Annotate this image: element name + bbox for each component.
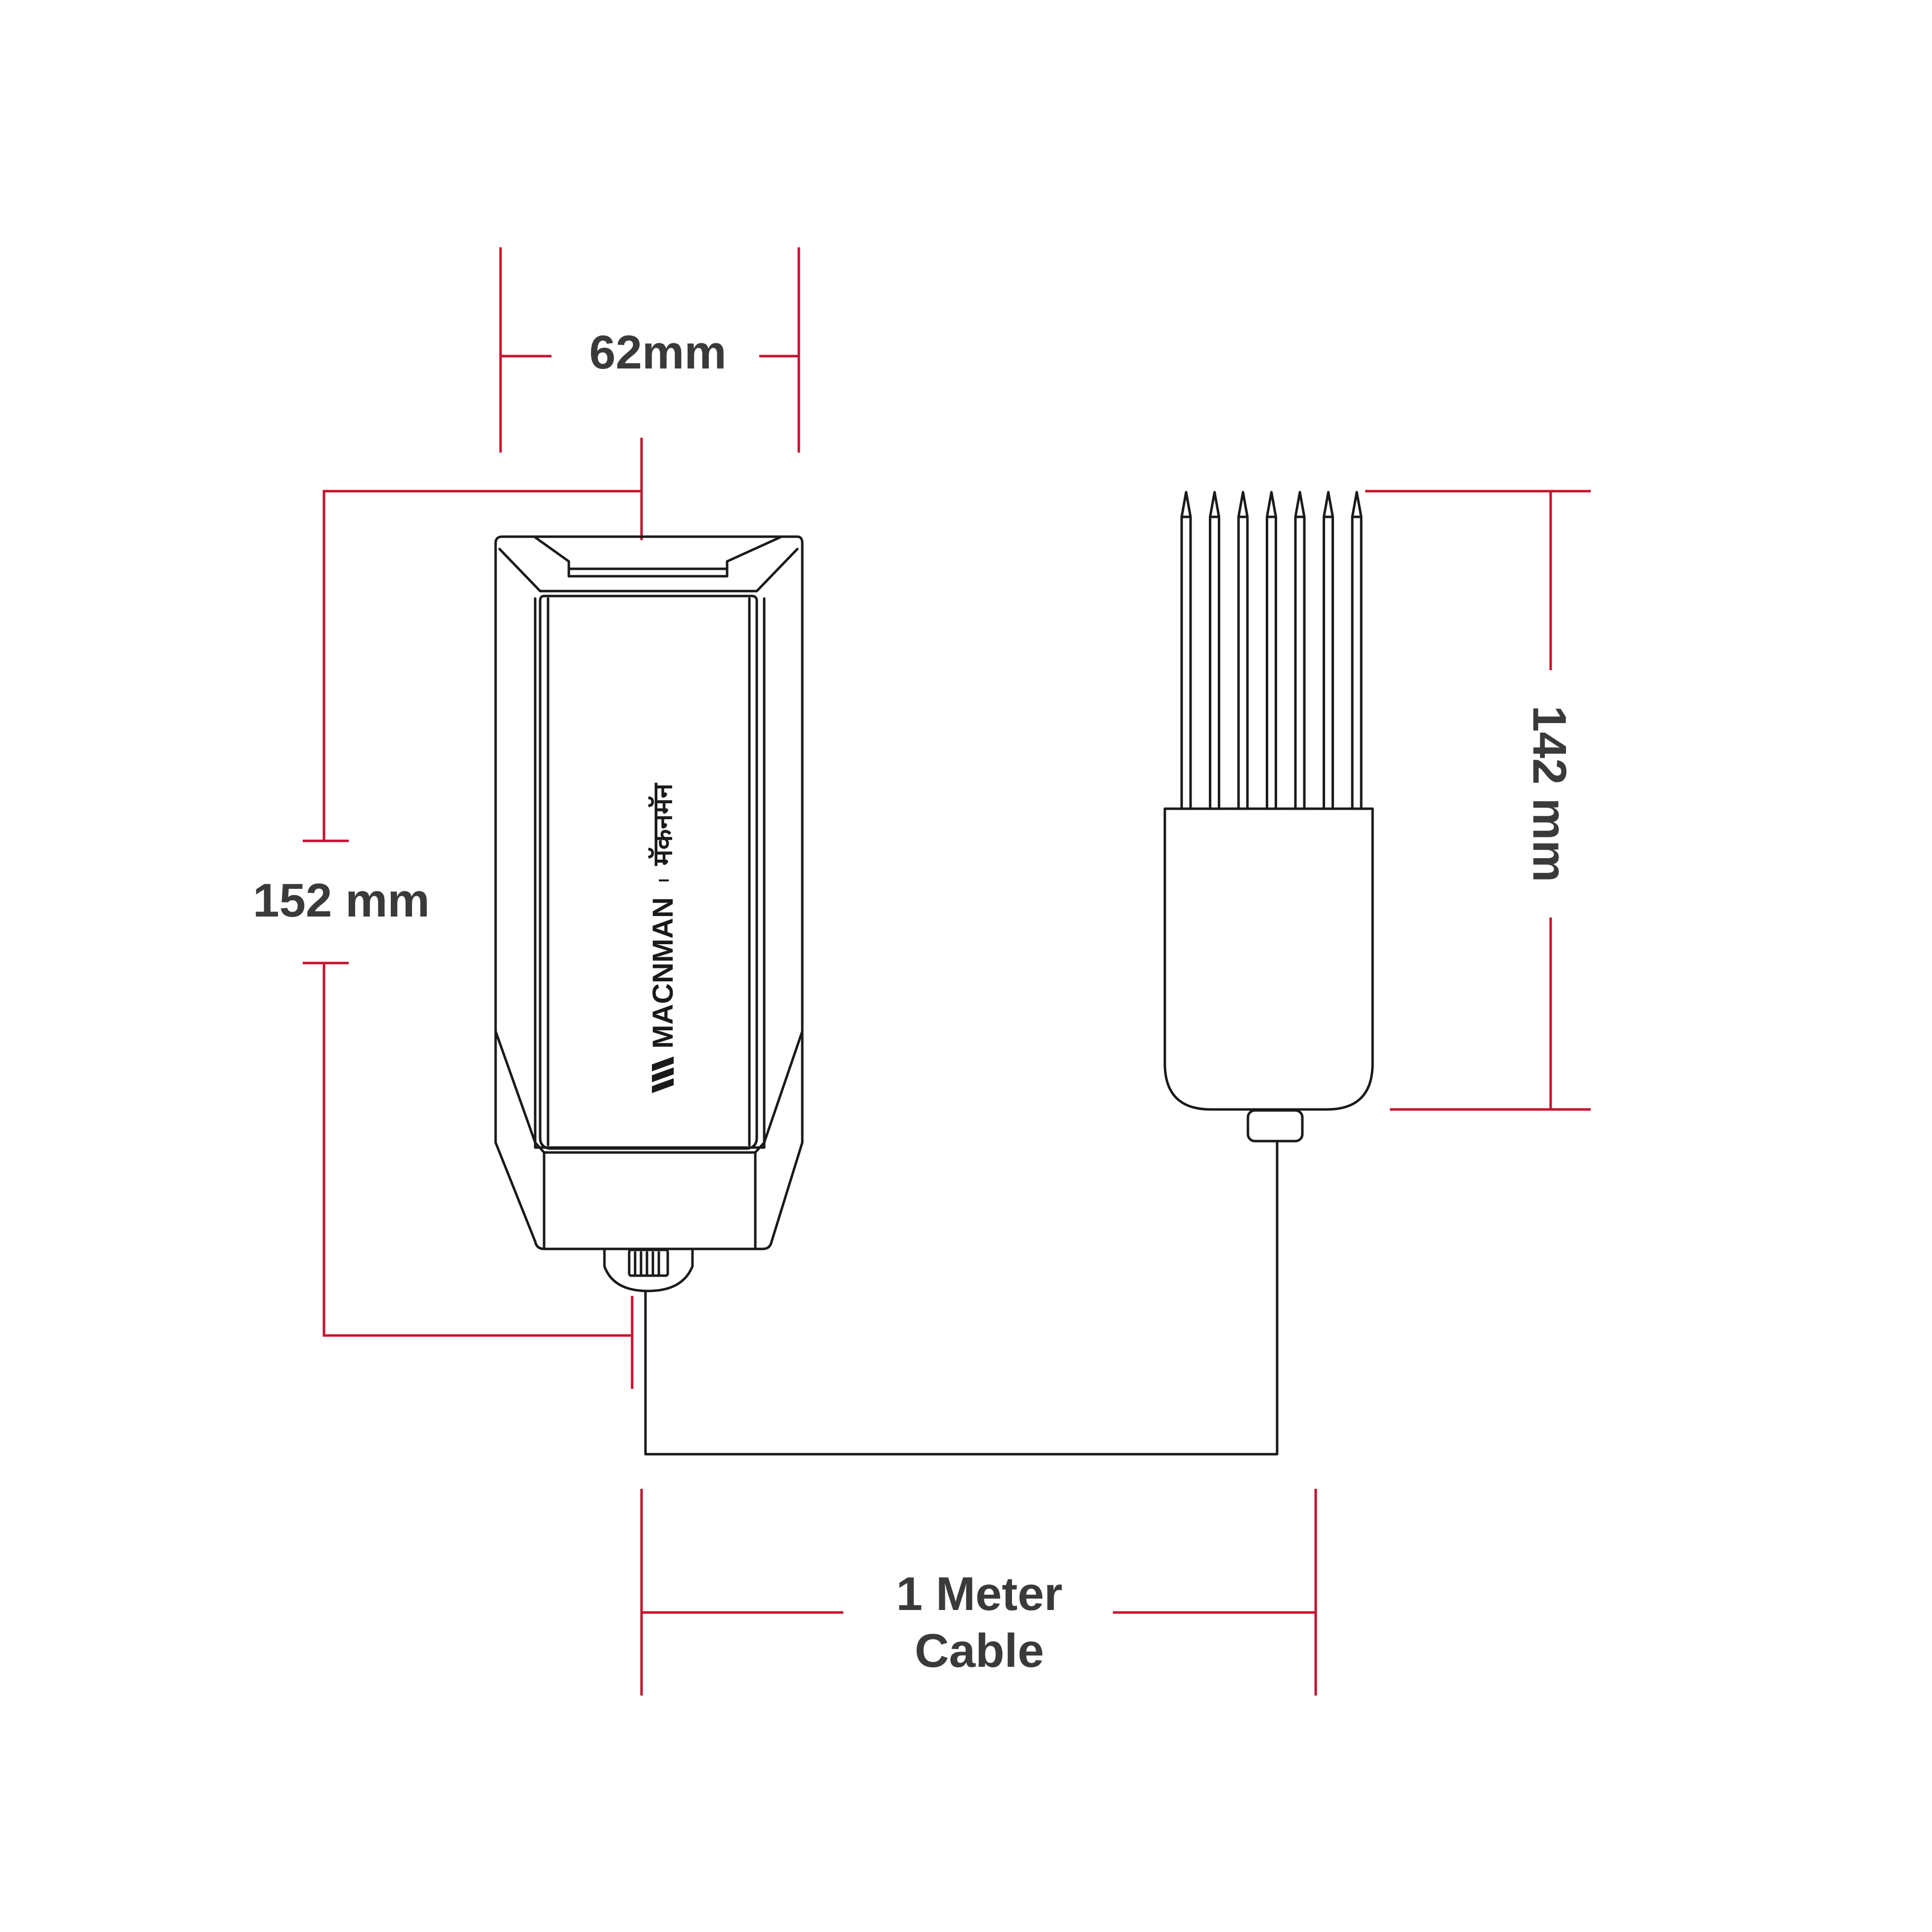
height-top-line: [322, 490, 642, 841]
brand-name: MACNMAN: [647, 897, 679, 1049]
height-bottom-line: [322, 963, 632, 1337]
probe-body: [1163, 807, 1374, 1111]
probe-pin: [1351, 491, 1363, 810]
probe-pins: [1180, 491, 1363, 810]
device-outline: [494, 535, 804, 1250]
probe-sensor: [1163, 491, 1374, 1143]
brand-name-hindi: मॅकनमॅन: [647, 782, 678, 866]
cable-label-line1: 1 Meter: [896, 1567, 1062, 1620]
probe-dimension: 142 mm: [1365, 490, 1591, 1111]
probe-pin: [1323, 491, 1334, 810]
cable: [644, 1141, 1279, 1456]
probe-pin: [1294, 491, 1306, 810]
device-top-bevel-inner: [533, 535, 783, 578]
brand-mark: MACNMAN मॅकनमॅन: [647, 782, 679, 1093]
height-dimension: 152 mm: [253, 438, 643, 1389]
width-label: 62mm: [589, 326, 727, 379]
probe-pin: [1237, 491, 1249, 810]
device-top-bevel-outer: [498, 548, 799, 593]
width-dimension: 62mm: [499, 247, 800, 453]
cable-gland: [603, 1248, 694, 1292]
brand-slashes-icon: [652, 1057, 674, 1093]
controller-device: MACNMAN मॅकनमॅन: [494, 535, 804, 1292]
probe-pin: [1266, 491, 1277, 810]
gland-ridges: [634, 1251, 660, 1276]
probe-connector: [1246, 1109, 1304, 1143]
cable-dimension: 1 Meter Cable: [640, 1489, 1317, 1696]
probe-label: 142 mm: [1523, 705, 1576, 882]
cable-label-line2: Cable: [915, 1624, 1044, 1677]
device-front-panel: [539, 595, 758, 1150]
height-label: 152 mm: [253, 874, 430, 927]
probe-pin: [1209, 491, 1220, 810]
device-lower-bevel-left: [494, 1030, 546, 1250]
probe-pin: [1180, 491, 1192, 810]
